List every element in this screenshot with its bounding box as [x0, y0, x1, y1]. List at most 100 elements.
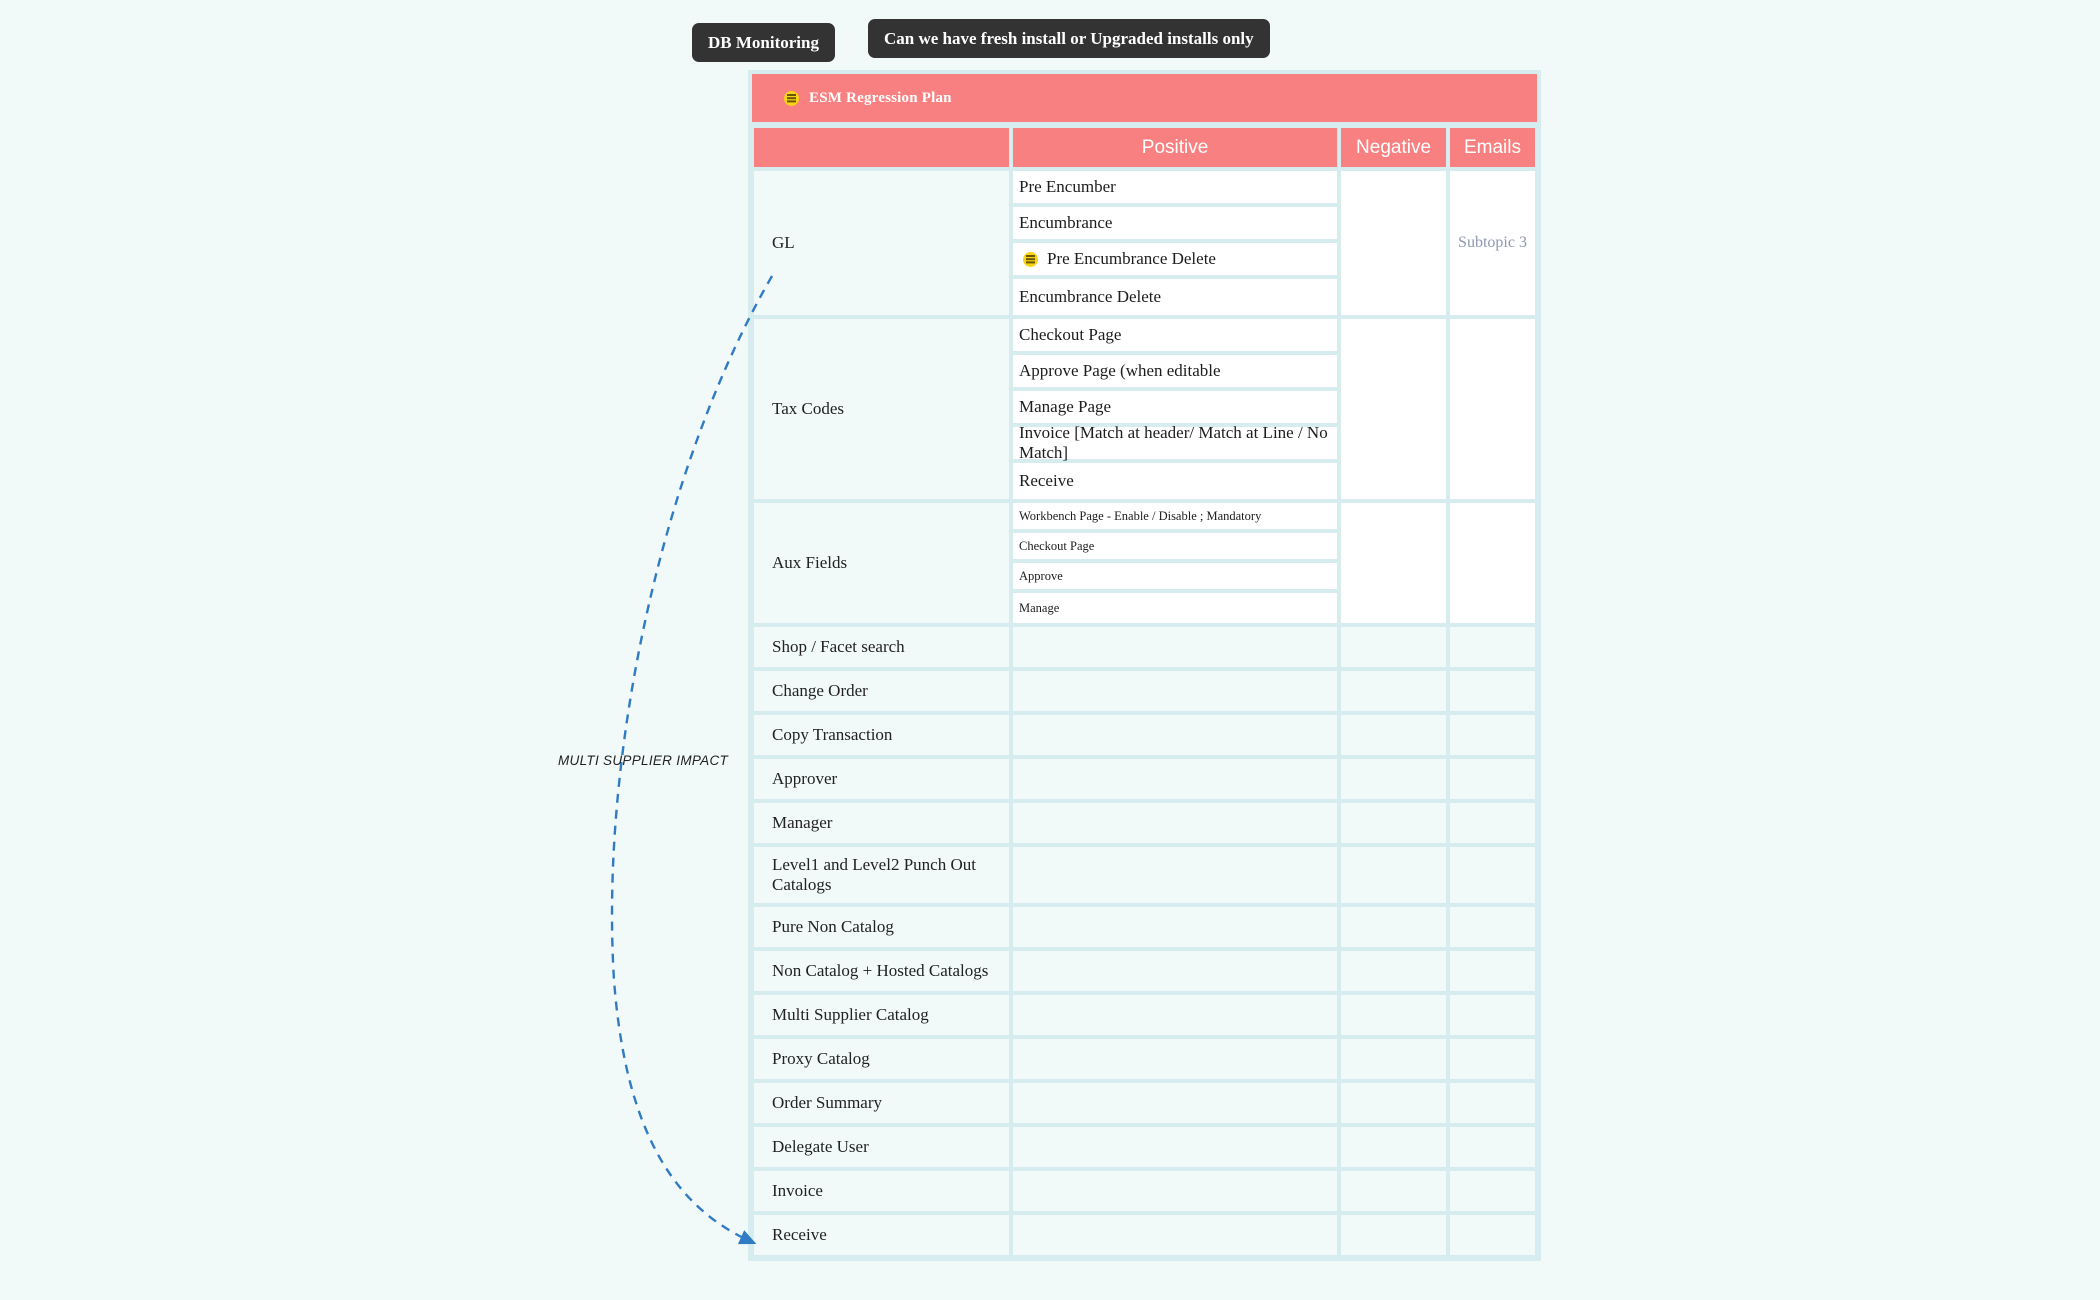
- row-topic-cell[interactable]: Non Catalog + Hosted Catalogs: [752, 949, 1011, 993]
- column-header-negative[interactable]: Negative: [1339, 126, 1448, 169]
- row-negative-cell[interactable]: [1339, 1081, 1448, 1125]
- row-topic-cell[interactable]: Tax Codes: [752, 317, 1011, 501]
- row-positive-cell[interactable]: [1011, 757, 1340, 801]
- sub-item[interactable]: Pre Encumbrance Delete: [1013, 243, 1338, 279]
- row-negative-cell[interactable]: [1339, 949, 1448, 993]
- sub-item[interactable]: Pre Encumber: [1013, 171, 1338, 207]
- row-topic-cell[interactable]: Order Summary: [752, 1081, 1011, 1125]
- row-emails-cell[interactable]: [1447, 317, 1537, 501]
- table-row: Aux Fields Workbench Page - Enable / Disa…: [752, 501, 1537, 625]
- row-emails-cell[interactable]: [1447, 949, 1537, 993]
- row-negative-cell[interactable]: [1339, 845, 1448, 905]
- row-topic-cell[interactable]: Change Order: [752, 669, 1011, 713]
- row-emails-cell[interactable]: [1447, 1125, 1537, 1169]
- row-negative-cell[interactable]: [1339, 317, 1448, 501]
- row-positive-cell[interactable]: [1011, 1125, 1340, 1169]
- row-positive-cell[interactable]: [1011, 845, 1340, 905]
- row-negative-cell[interactable]: [1339, 1037, 1448, 1081]
- row-emails-cell[interactable]: Subtopic 3: [1447, 169, 1537, 317]
- row-emails-cell[interactable]: [1447, 993, 1537, 1037]
- row-topic-cell[interactable]: Approver: [752, 757, 1011, 801]
- row-negative-cell[interactable]: [1339, 1125, 1448, 1169]
- row-positive-cell[interactable]: [1011, 1037, 1340, 1081]
- row-topic-cell[interactable]: Pure Non Catalog: [752, 905, 1011, 949]
- row-positive-cell[interactable]: Workbench Page - Enable / Disable ; Mand…: [1011, 501, 1340, 625]
- row-emails-cell[interactable]: [1447, 713, 1537, 757]
- row-positive-cell[interactable]: [1011, 669, 1340, 713]
- row-negative-cell[interactable]: [1339, 501, 1448, 625]
- row-topic-cell[interactable]: Manager: [752, 801, 1011, 845]
- row-positive-cell[interactable]: [1011, 993, 1340, 1037]
- sub-item[interactable]: Checkout Page: [1013, 319, 1338, 355]
- sub-item[interactable]: Manage Page: [1013, 391, 1338, 427]
- row-topic-cell[interactable]: Multi Supplier Catalog: [752, 993, 1011, 1037]
- row-emails-cell[interactable]: [1447, 801, 1537, 845]
- row-topic-cell[interactable]: Copy Transaction: [752, 713, 1011, 757]
- sub-item[interactable]: Receive: [1013, 463, 1338, 499]
- row-emails-cell[interactable]: [1447, 905, 1537, 949]
- row-negative-cell[interactable]: [1339, 625, 1448, 669]
- row-positive-cell[interactable]: [1011, 905, 1340, 949]
- table-row: Proxy Catalog: [752, 1037, 1537, 1081]
- row-emails-cell[interactable]: [1447, 501, 1537, 625]
- row-negative-cell[interactable]: [1339, 905, 1448, 949]
- row-negative-cell[interactable]: [1339, 993, 1448, 1037]
- row-negative-cell[interactable]: [1339, 713, 1448, 757]
- sticky-note-db-monitoring[interactable]: DB Monitoring: [692, 23, 835, 62]
- sub-item[interactable]: Approve Page (when editable: [1013, 355, 1338, 391]
- row-emails-cell[interactable]: [1447, 669, 1537, 713]
- sub-item[interactable]: Checkout Page: [1013, 533, 1338, 563]
- row-emails-cell[interactable]: [1447, 1213, 1537, 1257]
- row-topic-cell[interactable]: Level1 and Level2 Punch Out Catalogs: [752, 845, 1011, 905]
- row-positive-cell[interactable]: [1011, 1213, 1340, 1257]
- table-title-bar: ESM Regression Plan: [752, 74, 1537, 126]
- table-row: Pure Non Catalog: [752, 905, 1537, 949]
- table-row: Receive: [752, 1213, 1537, 1257]
- row-topic-cell[interactable]: Aux Fields: [752, 501, 1011, 625]
- row-negative-cell[interactable]: [1339, 1169, 1448, 1213]
- row-emails-cell[interactable]: [1447, 1169, 1537, 1213]
- row-emails-cell[interactable]: [1447, 625, 1537, 669]
- sub-item[interactable]: Encumbrance: [1013, 207, 1338, 243]
- sub-item-label: Checkout Page: [1019, 325, 1122, 344]
- row-emails-cell[interactable]: [1447, 845, 1537, 905]
- row-topic-cell[interactable]: Receive: [752, 1213, 1011, 1257]
- row-positive-cell[interactable]: [1011, 801, 1340, 845]
- sub-item-label: Pre Encumber: [1019, 177, 1116, 196]
- sub-item-label: Invoice [Match at header/ Match at Line …: [1019, 423, 1328, 462]
- row-emails-cell[interactable]: [1447, 1037, 1537, 1081]
- row-emails-cell[interactable]: [1447, 757, 1537, 801]
- row-topic-cell[interactable]: Proxy Catalog: [752, 1037, 1011, 1081]
- row-topic-cell[interactable]: GL: [752, 169, 1011, 317]
- row-topic-cell[interactable]: Invoice: [752, 1169, 1011, 1213]
- sub-item-label: Workbench Page - Enable / Disable ; Mand…: [1019, 508, 1262, 523]
- row-negative-cell[interactable]: [1339, 169, 1448, 317]
- table-row: Manager: [752, 801, 1537, 845]
- column-header-blank[interactable]: [752, 126, 1011, 169]
- row-negative-cell[interactable]: [1339, 801, 1448, 845]
- column-header-positive[interactable]: Positive: [1011, 126, 1340, 169]
- row-negative-cell[interactable]: [1339, 1213, 1448, 1257]
- row-positive-cell[interactable]: [1011, 1081, 1340, 1125]
- row-negative-cell[interactable]: [1339, 757, 1448, 801]
- row-negative-cell[interactable]: [1339, 669, 1448, 713]
- row-positive-cell[interactable]: [1011, 1169, 1340, 1213]
- sub-item[interactable]: Encumbrance Delete: [1013, 279, 1338, 315]
- row-positive-cell[interactable]: [1011, 625, 1340, 669]
- column-header-emails[interactable]: Emails: [1447, 126, 1537, 169]
- sub-item[interactable]: Manage: [1013, 593, 1338, 623]
- sub-item[interactable]: Workbench Page - Enable / Disable ; Mand…: [1013, 503, 1338, 533]
- sticky-note-install-question[interactable]: Can we have fresh install or Upgraded in…: [868, 19, 1270, 58]
- table-row: Copy Transaction: [752, 713, 1537, 757]
- sub-item-label: Pre Encumbrance Delete: [1047, 249, 1216, 268]
- sub-item[interactable]: Approve: [1013, 563, 1338, 593]
- sub-item[interactable]: Invoice [Match at header/ Match at Line …: [1013, 423, 1338, 463]
- row-topic-cell[interactable]: Delegate User: [752, 1125, 1011, 1169]
- row-emails-cell[interactable]: [1447, 1081, 1537, 1125]
- row-positive-cell[interactable]: [1011, 713, 1340, 757]
- row-positive-cell[interactable]: [1011, 949, 1340, 993]
- row-topic-cell[interactable]: Shop / Facet search: [752, 625, 1011, 669]
